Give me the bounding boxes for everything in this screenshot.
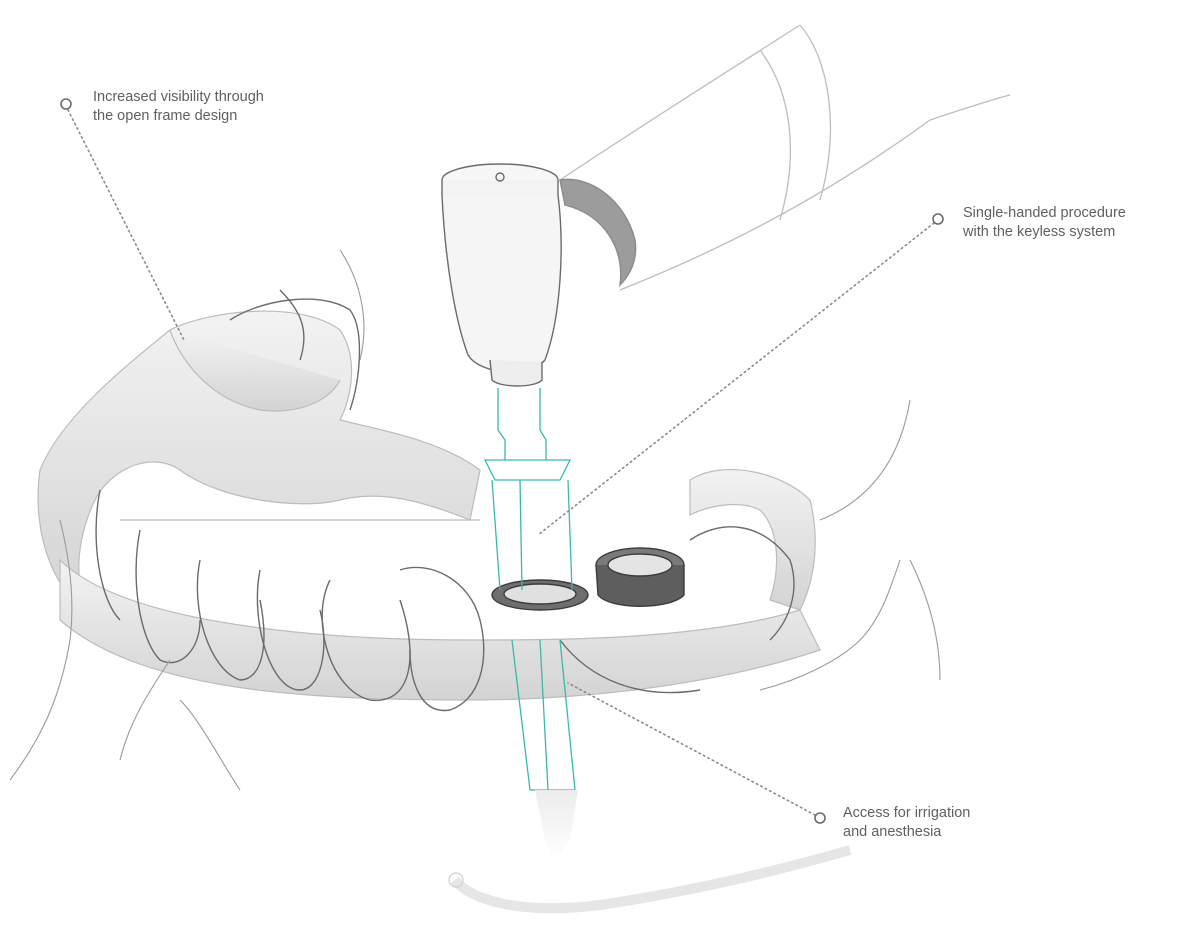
callout-visibility-line2: the open frame design	[93, 107, 264, 126]
callout-irrigation: Access for irrigation and anesthesia	[843, 804, 970, 842]
callout-visibility: Increased visibility through the open fr…	[93, 88, 264, 126]
drill-tip	[535, 790, 578, 860]
leader-visibility	[68, 110, 185, 342]
callout-single-handed: Single-handed procedure with the keyless…	[963, 204, 1126, 242]
lower-arc	[449, 850, 850, 908]
surgical-guide-frame	[38, 311, 820, 700]
callout-single-handed-line1: Single-handed procedure	[963, 204, 1126, 223]
callout-irrigation-line2: and anesthesia	[843, 823, 970, 842]
drill-head	[442, 164, 636, 386]
marker-single-handed-icon	[933, 214, 943, 224]
callout-irrigation-line1: Access for irrigation	[843, 804, 970, 823]
marker-visibility-icon	[61, 99, 71, 109]
leader-irrigation	[568, 683, 815, 815]
marker-irrigation-icon	[815, 813, 825, 823]
callout-single-handed-line2: with the keyless system	[963, 223, 1126, 242]
callout-visibility-line1: Increased visibility through	[93, 88, 264, 107]
